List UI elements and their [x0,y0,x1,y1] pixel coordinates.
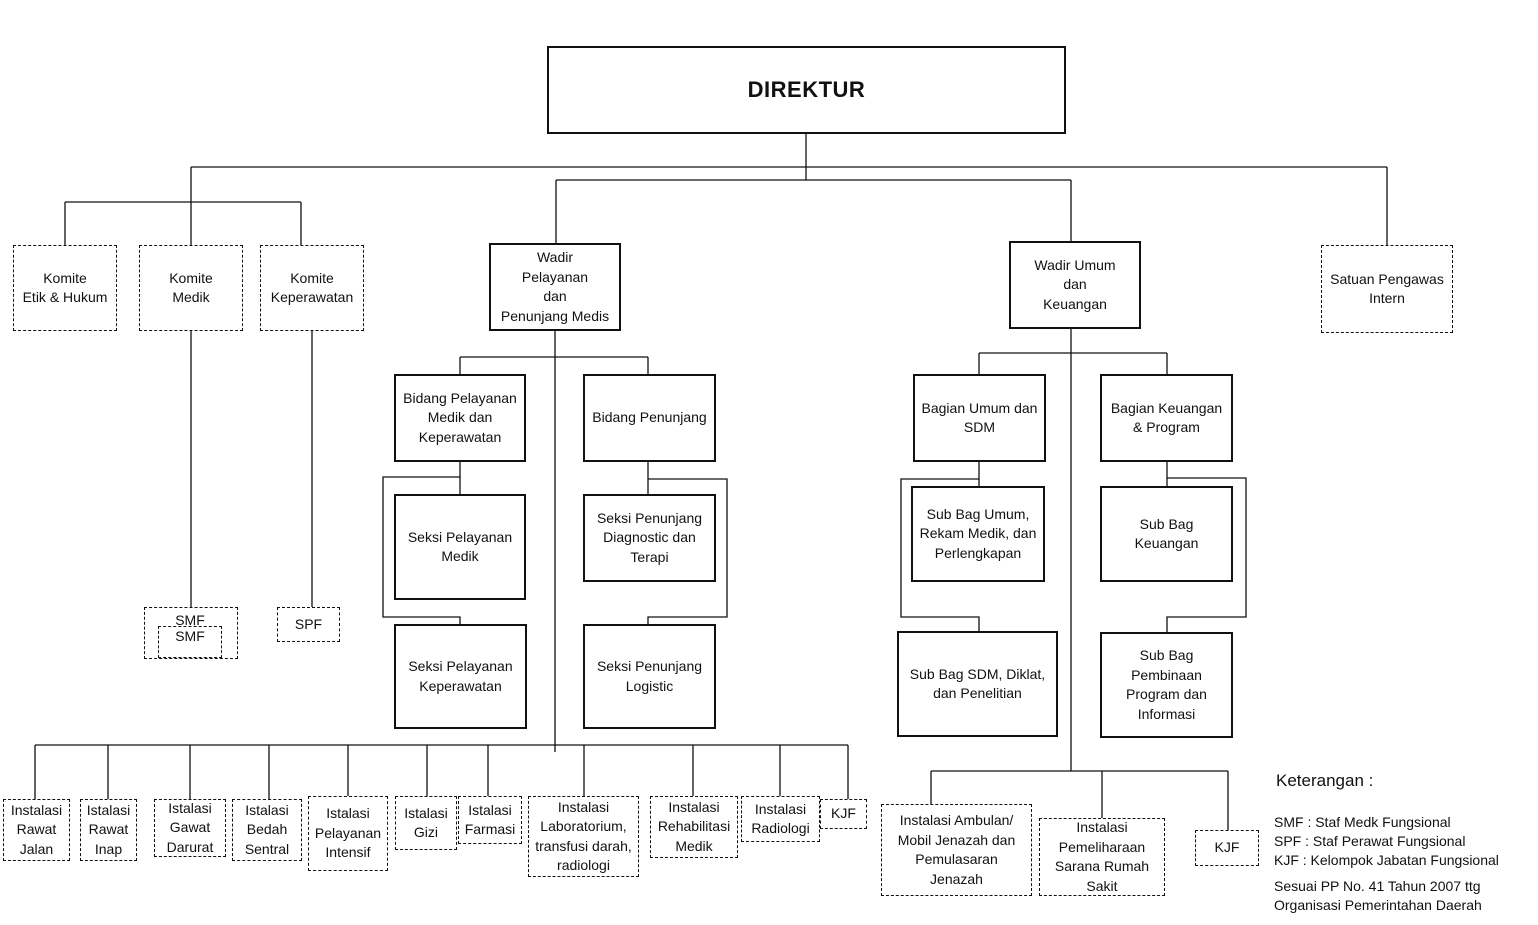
installation-ambulan: Instalasi Ambulan/ Mobil Jenazah dan Pem… [881,804,1032,896]
installation-rawat-inap-label: Istalasi Rawat Inap [86,801,131,857]
committee-keperawatan-label: Komite Keperawatan [270,269,354,306]
subbag-sdm-label: Sub Bag SDM, Diklat, dan Penelitian [909,665,1046,702]
subbag-sdm-box: Sub Bag SDM, Diklat, dan Penelitian [897,631,1058,737]
installation-rehabilitasi-medik-label: Instalasi Rehabilitasi Medik [657,798,731,854]
subbag-umum-label: Sub Bag Umum, Rekam Medik, dan Perlengka… [919,505,1037,561]
seksi-pelayanan-keperawatan-box: Seksi Pelayanan Keperawatan [394,624,527,729]
installation-bedah-sentral-label: Istalasi Bedah Sentral [244,801,290,857]
legend-title: Keterangan : [1276,771,1374,790]
wadir-umum-box: Wadir Umum dan Keuangan [1009,241,1141,329]
legend-note-1: Sesuai PP No. 41 Tahun 2007 ttg [1274,878,1481,894]
seksi-penunjang-diagnostic-label: Seksi Penunjang Diagnostic dan Terapi [596,509,703,565]
seksi-pelayanan-medik-label: Seksi Pelayanan Medik [407,528,513,565]
seksi-penunjang-diagnostic-box: Seksi Penunjang Diagnostic dan Terapi [583,494,716,582]
seksi-pelayanan-keperawatan-label: Seksi Pelayanan Keperawatan [408,658,513,694]
bagian-umum-label: Bagian Umum dan SDM [921,399,1038,436]
committee-keperawatan: Komite Keperawatan [260,245,364,331]
spf-label: SPF [294,615,323,632]
installation-farmasi: Istalasi Farmasi [458,796,522,844]
bidang-pelayanan-label: Bidang Pelayanan Medik dan Keperawatan [403,389,517,445]
installation-rawat-jalan: Instalasi Rawat Jalan [3,799,70,861]
smf-label: SMF [175,628,205,644]
legend-spf: SPF : Staf Perawat Fungsional [1274,833,1466,849]
bidang-penunjang-box: Bidang Penunjang [583,374,716,462]
installation-bedah-sentral: Istalasi Bedah Sentral [232,799,302,861]
installation-laboratorium-label: Instalasi Laboratorium, transfusi darah,… [535,798,632,874]
legend-note-2: Organisasi Pemerintahan Daerah [1274,897,1482,913]
director-box: DIREKTUR [547,46,1066,134]
bagian-keuangan-label: Bagian Keuangan & Program [1110,399,1223,436]
installation-radiologi: Instalasi Radiologi [741,796,820,842]
smf-group [144,607,238,659]
committee-medik-label: Komite Medik [169,269,213,306]
subbag-keuangan-label: Sub Bag Keuangan [1134,515,1199,552]
bidang-penunjang-label: Bidang Penunjang [592,409,707,426]
seksi-penunjang-logistic-box: Seksi Penunjang Logistic [583,624,716,729]
seksi-pelayanan-medik-box: Seksi Pelayanan Medik [394,494,526,600]
bagian-umum-box: Bagian Umum dan SDM [913,374,1046,462]
subbag-keuangan-box: Sub Bag Keuangan [1100,486,1233,582]
installation-laboratorium: Instalasi Laboratorium, transfusi darah,… [528,796,639,877]
installation-pelayanan-intensif-label: Istalasi Pelayanan Intensif [314,805,382,861]
wadir-pelayanan-label: Wadir Pelayanan dan Penunjang Medis [500,249,610,324]
installation-radiologi-label: Instalasi Radiologi [751,800,810,837]
kjf-left-box: KJF [820,799,867,829]
installation-rawat-jalan-label: Instalasi Rawat Jalan [10,801,63,857]
wadir-umum-label: Wadir Umum dan Keuangan [1034,256,1116,312]
installation-gizi-label: Istalasi Gizi [404,804,448,841]
kjf-right-label: KJF [1214,839,1240,856]
installation-ambulan-label: Instalasi Ambulan/ Mobil Jenazah dan Pem… [897,812,1016,887]
installation-gizi: Istalasi Gizi [395,796,457,850]
satuan-pengawas-intern-label: Satuan Pengawas Intern [1330,270,1444,307]
seksi-penunjang-logistic-label: Seksi Penunjang Logistic [596,658,703,694]
committee-etik-hukum: Komite Etik & Hukum [13,245,117,331]
installation-farmasi-label: Istalasi Farmasi [464,801,516,838]
installation-gawat-darurat: Istalasi Gawat Darurat [154,799,226,857]
installation-rawat-inap: Istalasi Rawat Inap [80,799,137,861]
bidang-pelayanan-box: Bidang Pelayanan Medik dan Keperawatan [394,374,526,462]
spf-box: SPF [277,607,340,642]
subbag-umum-box: Sub Bag Umum, Rekam Medik, dan Perlengka… [911,486,1045,582]
committee-medik: Komite Medik [139,245,243,331]
installation-rehabilitasi-medik: Instalasi Rehabilitasi Medik [650,796,738,858]
subbag-pembinaan-box: Sub Bag Pembinaan Program dan Informasi [1100,632,1233,738]
director-label: DIREKTUR [747,77,866,103]
installation-pemeliharaan-label: Instalasi Pemeliharaan Sarana Rumah Saki… [1054,819,1150,894]
installation-pelayanan-intensif: Istalasi Pelayanan Intensif [308,796,388,871]
subbag-pembinaan-label: Sub Bag Pembinaan Program dan Informasi [1126,647,1207,722]
committee-etik-hukum-label: Komite Etik & Hukum [22,269,108,306]
satuan-pengawas-intern-box: Satuan Pengawas Intern [1321,245,1453,333]
kjf-right-box: KJF [1195,830,1259,866]
smf-top-label: SMF [175,612,205,628]
kjf-left-label: KJF [831,805,856,822]
installation-gawat-darurat-label: Istalasi Gawat Darurat [166,799,214,855]
installation-pemeliharaan: Instalasi Pemeliharaan Sarana Rumah Saki… [1039,818,1165,896]
wadir-pelayanan-box: Wadir Pelayanan dan Penunjang Medis [489,243,621,331]
legend-smf: SMF : Staf Medk Fungsional [1274,814,1451,830]
smf-box: SMF [158,626,222,658]
legend-kjf: KJF : Kelompok Jabatan Fungsional [1274,852,1499,868]
bagian-keuangan-box: Bagian Keuangan & Program [1100,374,1233,462]
